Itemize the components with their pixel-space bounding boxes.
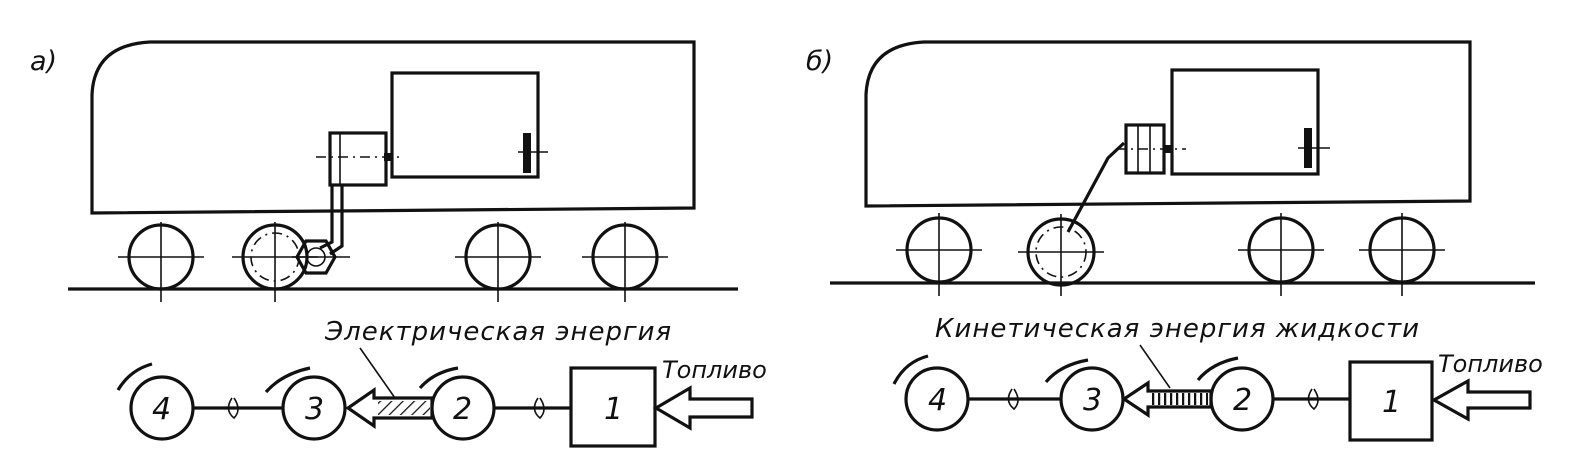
- svg-text:1: 1: [604, 392, 623, 427]
- panel-a-energy-arrow: [345, 386, 434, 430]
- panel-b-node-2: 2: [1209, 366, 1275, 432]
- panel-a-node-1: 1: [569, 366, 657, 448]
- panel-b-rotation-arc-2: [1196, 356, 1239, 382]
- panel-b-rotation-icon-1: [1007, 388, 1019, 411]
- panel-b-label: б): [806, 46, 833, 77]
- panel-a-node-2: 2: [430, 375, 496, 441]
- panel-a-node-3: 3: [281, 375, 347, 441]
- svg-text:4: 4: [152, 392, 171, 427]
- panel-b-node-3: 3: [1059, 366, 1125, 432]
- panel-a-traction-motor: [292, 239, 350, 275]
- svg-text:3: 3: [1083, 383, 1102, 418]
- panel-a-rotation-arc-2: [418, 366, 459, 390]
- panel-a-rotation-icon-2: [533, 397, 545, 420]
- panel-a-fuel-arrow: [652, 385, 754, 431]
- panel-a-engine-fan: [523, 133, 531, 173]
- panel-a-label: а): [30, 46, 57, 77]
- panel-b-wheel-1: [896, 213, 982, 296]
- panel-a-energy-caption: Электрическая энергия: [324, 317, 672, 347]
- panel-b-energy-arrow: [1121, 380, 1213, 418]
- panel-a-cable: [319, 185, 344, 256]
- panel-b-rotation-arc-4: [892, 354, 929, 385]
- panel-a-engine-block: [390, 71, 540, 179]
- panel-a-generator: [316, 131, 400, 187]
- svg-text:2: 2: [1233, 383, 1252, 418]
- panel-b-rotation-arc-3: [1044, 358, 1089, 384]
- panel-b-shaft: [1066, 141, 1126, 233]
- panel-b-fuel-arrow: [1430, 378, 1532, 422]
- svg-text:4: 4: [928, 383, 947, 418]
- panel-b-fuel-label: Топливо: [1438, 350, 1543, 378]
- panel-b-wheel-4: [1359, 213, 1445, 296]
- panel-b-wheel-3: [1238, 213, 1324, 296]
- panel-a-node-4: 4: [129, 375, 195, 441]
- panel-b-energy-caption: Кинетическая энергия жидкости: [935, 314, 1420, 344]
- panel-b-engine-block: [1170, 68, 1320, 176]
- panel-a-rotation-arc-3: [264, 366, 311, 394]
- panel-a-wheel-4: [582, 222, 668, 302]
- svg-text:2: 2: [453, 392, 472, 427]
- panel-a-wheel-1: [118, 222, 204, 302]
- panel-b-hydro-transmission: [1116, 123, 1186, 175]
- panel-b: б): [806, 40, 1543, 442]
- panel-a-rotation-arc-4: [116, 362, 153, 391]
- panel-a: а): [30, 40, 767, 448]
- panel-a-fuel-label: Топливо: [662, 356, 767, 384]
- svg-text:3: 3: [305, 392, 324, 427]
- panel-b-wheel-2-driven: [1018, 214, 1104, 296]
- panel-b-node-4: 4: [904, 366, 970, 432]
- panel-b-car-body: [864, 40, 1472, 208]
- panel-b-rotation-icon-2: [1307, 388, 1319, 411]
- svg-text:1: 1: [1382, 385, 1401, 420]
- panel-a-rotation-icon-1: [227, 397, 239, 420]
- panel-a-wheel-3: [455, 222, 541, 302]
- panel-b-node-1: 1: [1348, 360, 1434, 442]
- panel-a-car-body: [90, 40, 696, 215]
